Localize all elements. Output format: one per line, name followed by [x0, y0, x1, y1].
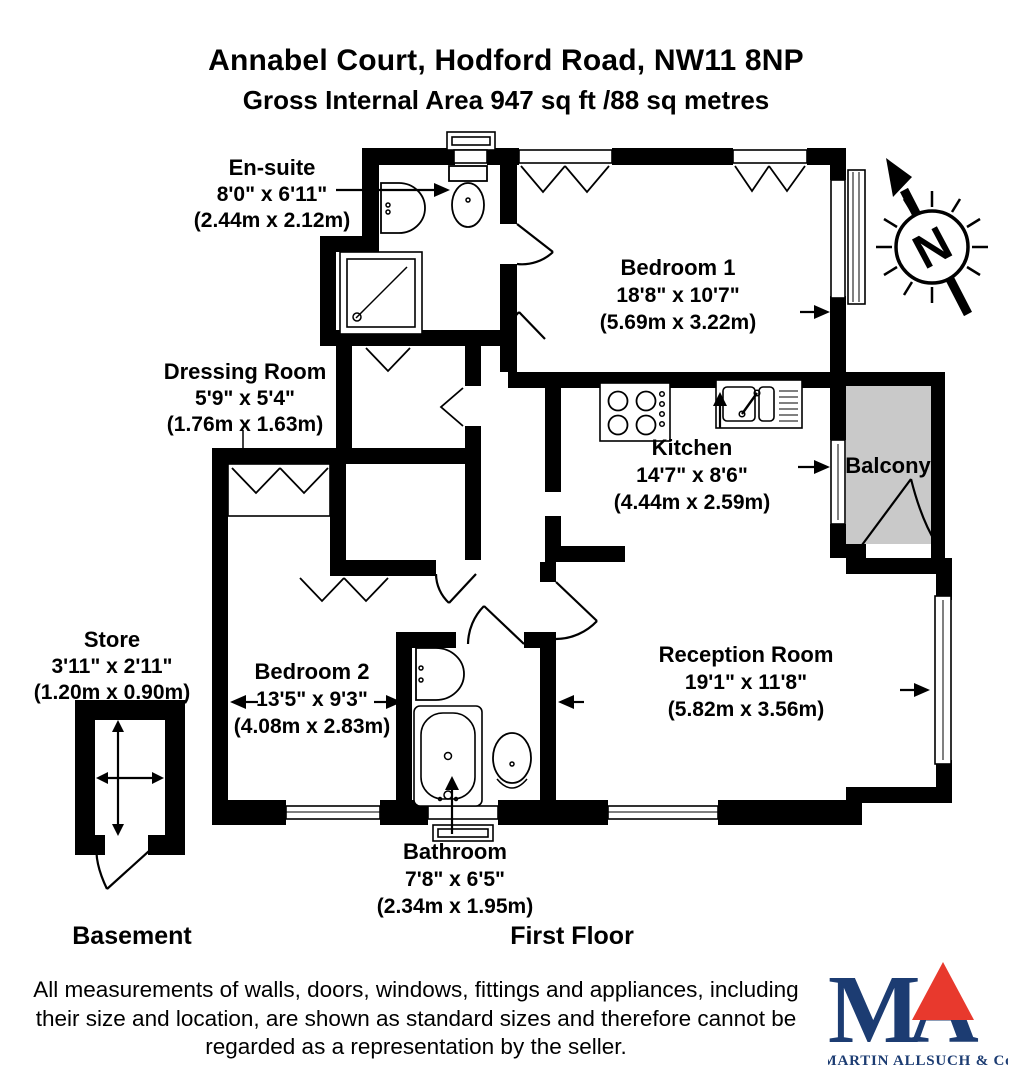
svg-text:(2.34m x 1.95m): (2.34m x 1.95m)	[377, 895, 533, 918]
svg-text:(4.44m x 2.59m): (4.44m x 2.59m)	[614, 491, 770, 514]
bathtub	[413, 705, 483, 807]
kitchen-sink	[715, 379, 803, 429]
bathroom-sink	[415, 647, 465, 701]
balcony-label: Balcony	[845, 453, 931, 478]
closet	[227, 463, 331, 517]
svg-text:14'7" x 8'6": 14'7" x 8'6"	[636, 464, 748, 487]
bedroom2-door	[448, 573, 477, 604]
plan-header: Annabel Court, Hodford Road, NW11 8NP Gr…	[0, 44, 1012, 116]
ensuite-window	[453, 149, 488, 164]
north-compass-icon: N	[876, 158, 988, 317]
logo-letter-m: M	[828, 956, 921, 1064]
store-label: Store	[84, 627, 140, 652]
bedroom1-window-mid	[732, 149, 808, 164]
svg-text:(5.82m x 3.56m): (5.82m x 3.56m)	[668, 698, 824, 721]
wardrobe-doors	[299, 577, 345, 603]
doors	[95, 165, 937, 890]
svg-text:(1.76m x 1.63m): (1.76m x 1.63m)	[167, 413, 323, 436]
bedroom1-window-right	[830, 179, 846, 299]
room-labels: En-suite 8'0" x 6'11" (2.44m x 2.12m) Be…	[34, 155, 932, 918]
ensuite-sink	[380, 182, 426, 234]
svg-text:(4.08m x 2.83m): (4.08m x 2.83m)	[234, 715, 390, 738]
kitchen-hob	[599, 382, 671, 442]
svg-text:(1.20m x 0.90m): (1.20m x 0.90m)	[34, 681, 190, 704]
bedroom1-door	[518, 311, 546, 340]
svg-text:13'5" x 9'3": 13'5" x 9'3"	[256, 688, 368, 711]
svg-text:18'8" x 10'7": 18'8" x 10'7"	[616, 284, 739, 307]
bedroom1-window-left	[518, 149, 613, 164]
svg-text:19'1" x 11'8": 19'1" x 11'8"	[685, 671, 807, 694]
svg-text:(5.69m x 3.22m): (5.69m x 3.22m)	[600, 311, 756, 334]
disclaimer-line-3: regarded as a representation by the sell…	[205, 1034, 627, 1059]
dressing-room-label: Dressing Room	[164, 359, 327, 384]
page-title: Annabel Court, Hodford Road, NW11 8NP	[208, 44, 804, 77]
bathroom-window	[427, 805, 499, 820]
bathroom-toilet	[492, 732, 532, 789]
page-subtitle: Gross Internal Area 947 sq ft /88 sq met…	[242, 85, 770, 115]
dressing-door	[439, 387, 464, 427]
ensuite-toilet	[448, 165, 488, 228]
agent-logo: M A MARTIN ALLSUCH & Co	[823, 956, 1012, 1078]
svg-text:7'8" x 6'5": 7'8" x 6'5"	[405, 868, 505, 891]
balcony-area	[846, 386, 931, 544]
svg-text:(2.44m x 2.12m): (2.44m x 2.12m)	[194, 209, 350, 232]
windows	[285, 131, 952, 842]
disclaimer-line-1: All measurements of walls, doors, window…	[33, 977, 799, 1002]
first-floor-label: First Floor	[510, 922, 634, 950]
logo-company-name: MARTIN ALLSUCH & Co	[828, 1053, 1008, 1069]
ensuite-door	[516, 223, 554, 253]
bathroom-door	[483, 605, 525, 645]
bedroom1-label: Bedroom 1	[621, 255, 736, 280]
martin-allsuch-logo-icon: M A MARTIN ALLSUCH & Co	[823, 956, 1012, 1069]
ensuite-label: En-suite	[229, 155, 316, 180]
svg-text:5'9" x 5'4": 5'9" x 5'4"	[195, 387, 295, 410]
bedroom2-label: Bedroom 2	[255, 659, 370, 684]
logo-red-triangle	[912, 962, 974, 1020]
shower	[339, 251, 423, 335]
reception-label: Reception Room	[659, 642, 834, 667]
kitchen-label: Kitchen	[652, 435, 733, 460]
balcony-door	[861, 478, 912, 546]
dimension-arrows	[96, 183, 930, 836]
store-door	[106, 841, 160, 890]
bathroom-label: Bathroom	[403, 839, 507, 864]
reception-door	[555, 581, 598, 622]
svg-text:8'0" x 6'11": 8'0" x 6'11"	[217, 183, 328, 206]
svg-text:3'11" x 2'11": 3'11" x 2'11"	[51, 655, 172, 678]
disclaimer-line-2: their size and location, are shown as st…	[35, 1005, 797, 1031]
disclaimer: All measurements of walls, doors, window…	[10, 976, 822, 1062]
basement-label: Basement	[72, 922, 192, 950]
